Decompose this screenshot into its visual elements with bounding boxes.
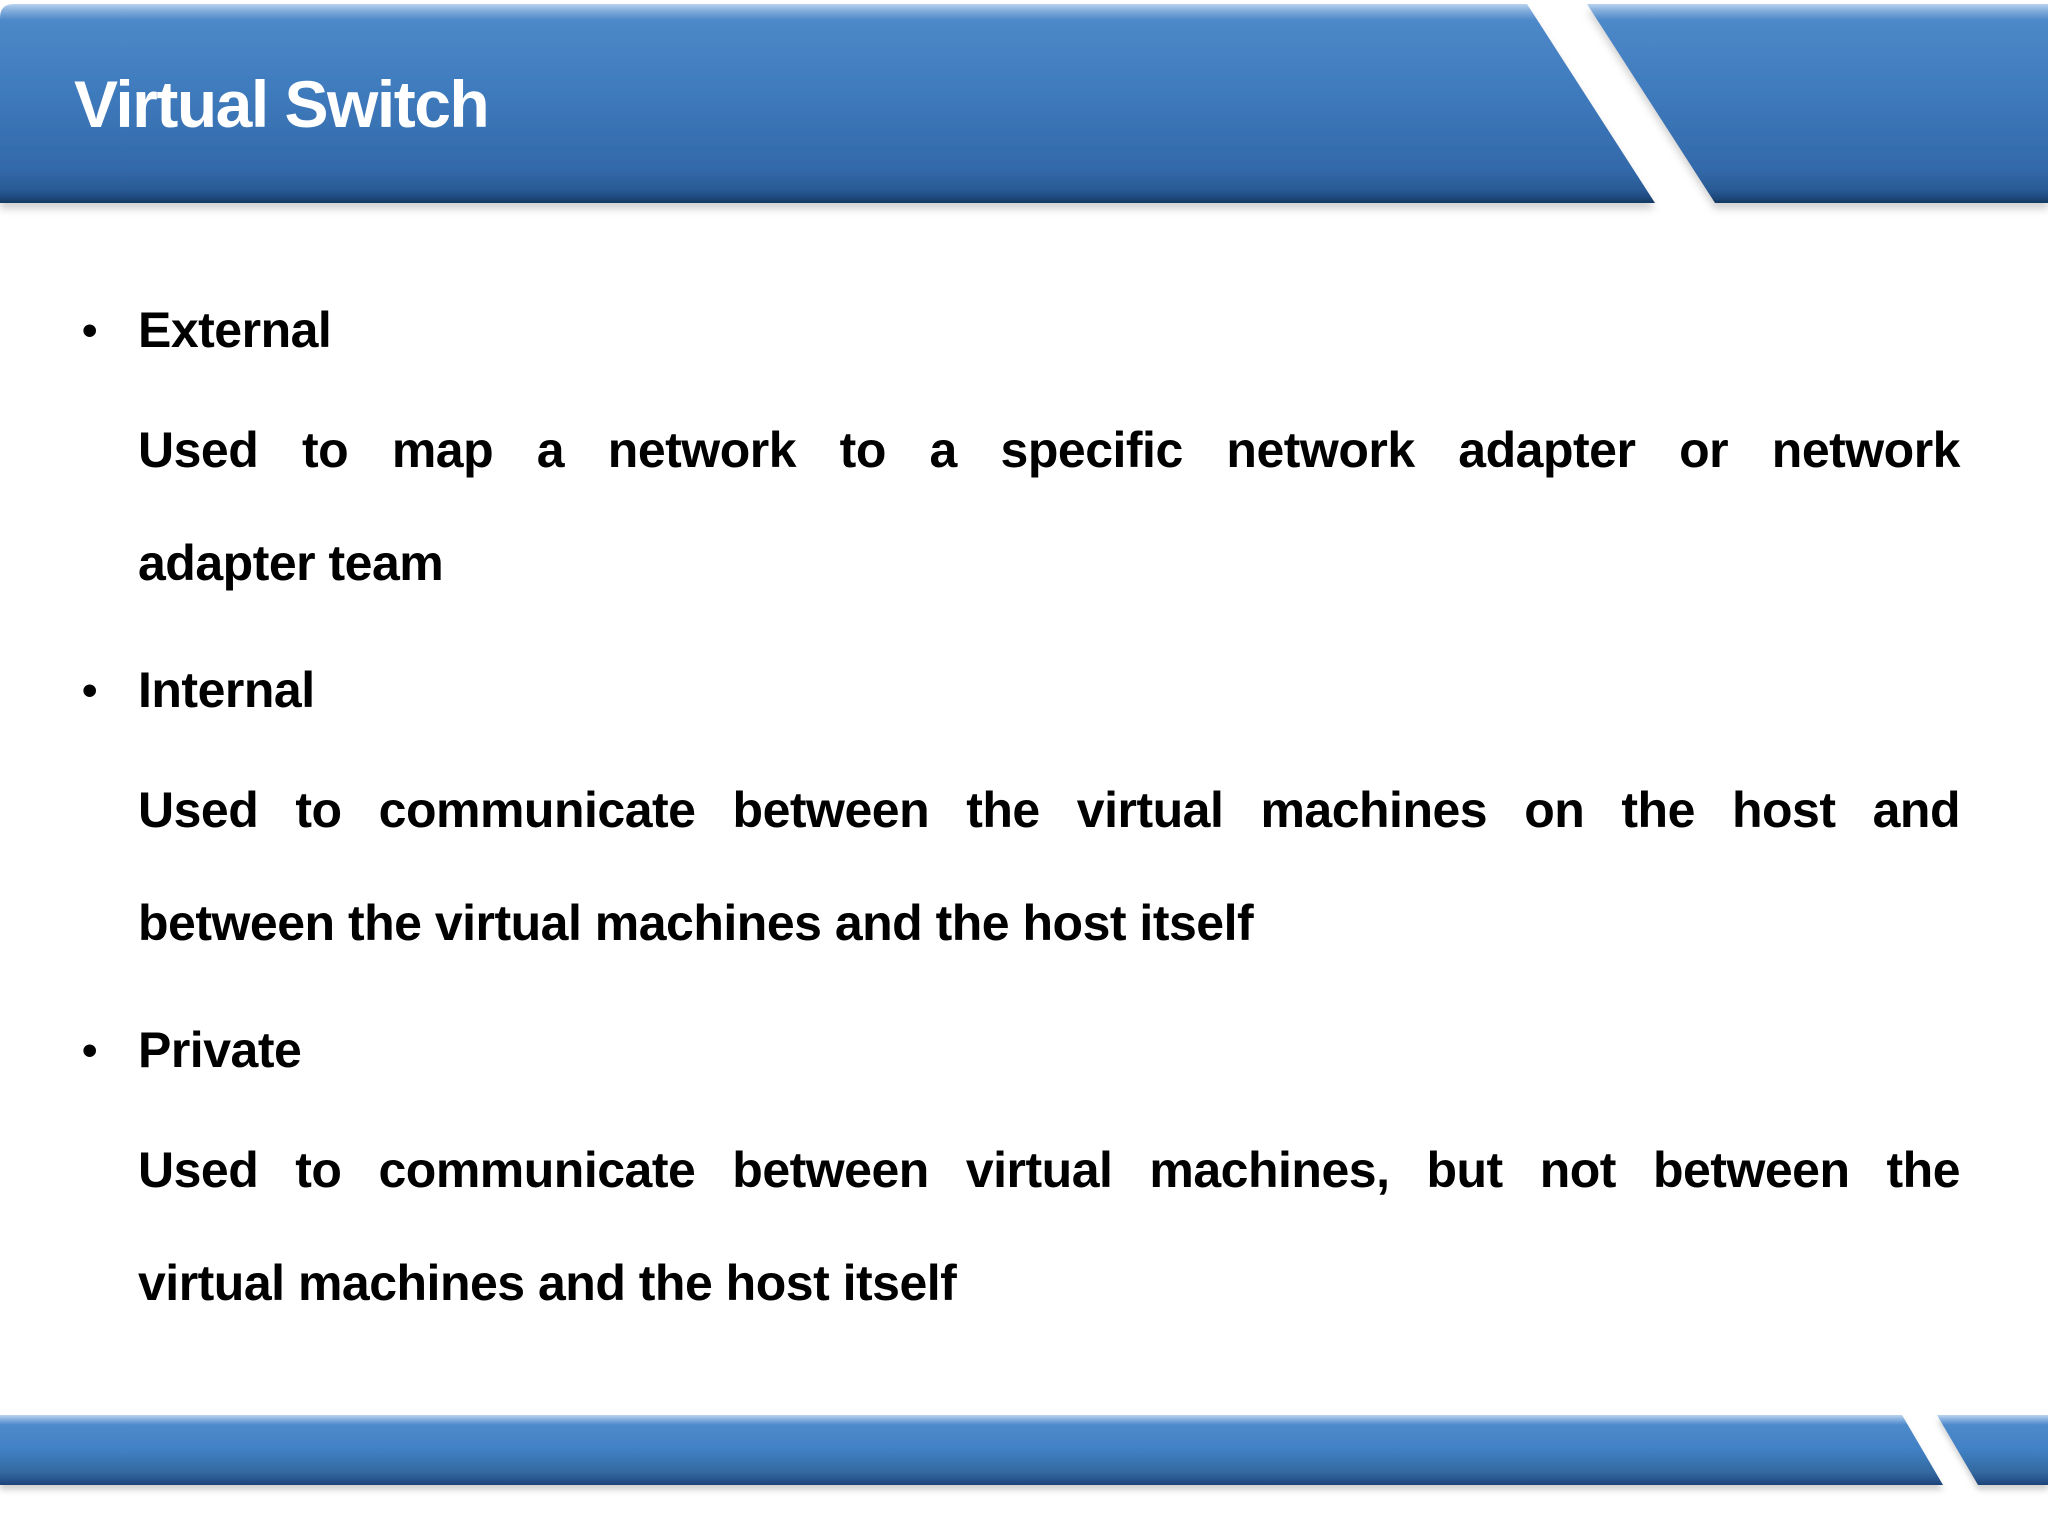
header-title-area: Virtual Switch [74, 4, 490, 203]
header-banner-shape [0, 4, 1655, 203]
bullet-description-external: Used to map a network to a specific netw… [138, 394, 1961, 620]
description-line: virtual machines and the host itself [138, 1255, 957, 1311]
footer-bar [0, 1415, 2048, 1485]
bullet-description-internal: Used to communicate between the virtual … [138, 754, 1961, 980]
bullet-item-private: • Private [82, 994, 1960, 1107]
description-line: Used to communicate between virtual mach… [138, 1142, 1961, 1198]
slide-body: • External Used to map a network to a sp… [82, 274, 1961, 1354]
description-line: Used to communicate between the virtual … [138, 782, 1961, 838]
description-line: adapter team [138, 535, 444, 591]
bullet-term: External [138, 302, 332, 358]
bullet-item-external: • External [82, 274, 1960, 387]
bullet-icon: • [82, 306, 97, 355]
page-title: Virtual Switch [74, 66, 490, 141]
bullet-term: Private [138, 1022, 302, 1078]
footer-accent-shape [1937, 1415, 2048, 1485]
header-accent-shape [1587, 4, 2048, 203]
bullet-term: Internal [138, 662, 315, 718]
bullet-item-internal: • Internal [82, 634, 1960, 747]
bullet-icon: • [82, 1026, 97, 1075]
bullet-icon: • [82, 666, 97, 715]
header-banner [0, 4, 2048, 203]
bullet-description-private: Used to communicate between virtual mach… [138, 1114, 1961, 1340]
description-line: Used to map a network to a specific netw… [138, 422, 1961, 478]
footer-bar-shape [0, 1415, 1943, 1485]
description-line: between the virtual machines and the hos… [138, 895, 1254, 951]
